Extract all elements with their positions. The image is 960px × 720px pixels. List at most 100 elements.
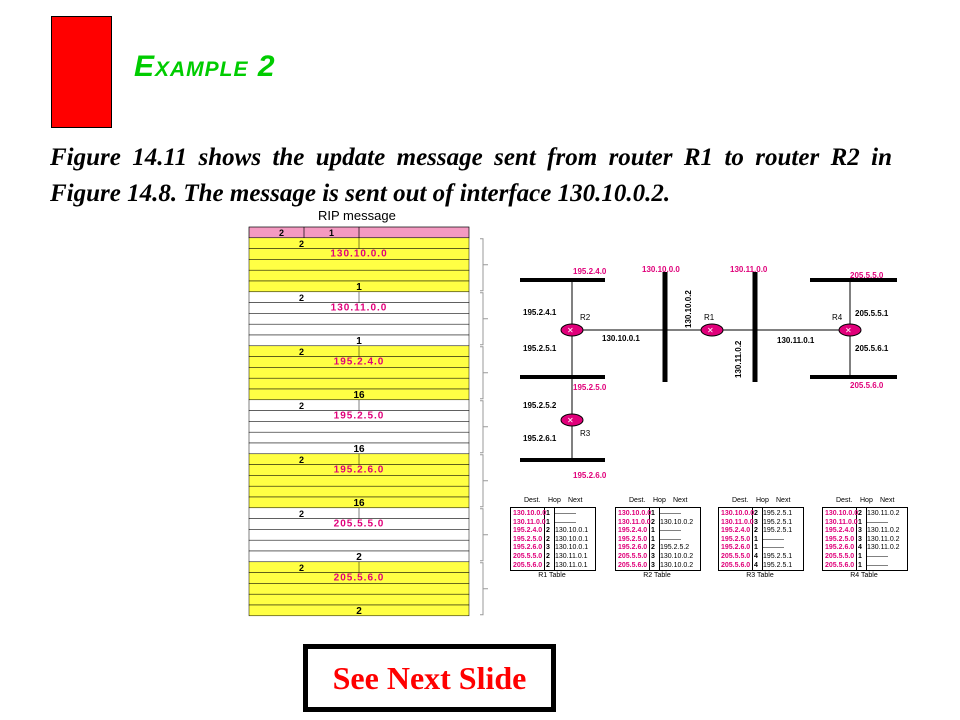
table-next-cell: 195.2.5.2 <box>660 544 690 552</box>
rip-metric: 1 <box>356 336 362 347</box>
table-header-hop: Hop <box>653 497 666 504</box>
table-header-next: Next <box>880 497 895 504</box>
table-hop-cell: 3 <box>754 518 758 526</box>
table-dest-cell: 195.2.4.0 <box>618 527 648 535</box>
table-next-cell: 130.11.0.1 <box>555 552 588 560</box>
rip-family: 2 <box>299 509 304 519</box>
table-next-cell: ——— <box>660 527 681 535</box>
svg-text:✕: ✕ <box>567 326 574 335</box>
table-hop-cell: 2 <box>754 527 758 535</box>
table-hop-cell: 2 <box>651 544 655 552</box>
rip-metric: 16 <box>353 390 365 401</box>
net-label: 205.5.5.0 <box>850 271 884 280</box>
interface-label: 195.2.4.1 <box>523 308 557 317</box>
table-dest-cell: 205.5.6.0 <box>721 561 751 569</box>
table-header-dest: Dest. <box>836 497 853 504</box>
table-caption: R2 Table <box>643 572 671 579</box>
table-dest-cell: 205.5.5.0 <box>618 552 648 560</box>
svg-text:✕: ✕ <box>707 326 714 335</box>
interface-label: 205.5.5.1 <box>855 309 889 318</box>
table-next-cell: 195.2.5.1 <box>763 518 793 526</box>
rip-entry-row <box>248 539 470 552</box>
table-dest-cell: 130.11.0.0 <box>825 518 858 526</box>
rip-entry-row <box>248 583 470 595</box>
rip-entry-row <box>248 421 470 433</box>
rip-entry-row <box>248 475 470 487</box>
table-hop-cell: 1 <box>651 527 655 535</box>
rip-entry-row <box>248 323 470 336</box>
table-dest-cell: 130.11.0.0 <box>513 518 546 526</box>
rip-address: 205.5.5.0 <box>334 519 385 530</box>
table-dest-cell: 205.5.6.0 <box>618 561 648 569</box>
red-accent-bar <box>51 16 112 128</box>
table-next-cell: 130.10.0.1 <box>555 527 589 535</box>
table-dest-cell: 195.2.5.0 <box>618 535 648 543</box>
table-next-cell: 195.2.5.1 <box>763 527 793 535</box>
table-dest-cell: 195.2.4.0 <box>825 527 855 535</box>
table-header-hop: Hop <box>548 497 561 504</box>
table-next-cell: 130.10.0.2 <box>660 561 694 569</box>
rip-family: 2 <box>299 239 304 249</box>
table-hop-cell: 3 <box>858 535 862 543</box>
table-next-cell: ——— <box>555 510 576 517</box>
rip-message-title: RIP message <box>318 208 396 223</box>
table-next-cell: 130.11.0.2 <box>867 544 900 552</box>
rip-entry-row <box>248 604 470 617</box>
table-hop-cell: 2 <box>546 535 550 543</box>
rip-metric: 2 <box>356 606 362 617</box>
rip-address: 195.2.4.0 <box>334 357 385 368</box>
interface-label: 130.10.0.1 <box>602 334 640 343</box>
table-next-cell: 130.11.0.1 <box>555 561 588 569</box>
table-next-cell: ——— <box>763 544 784 552</box>
slide-title: Example 2 <box>134 50 276 83</box>
table-header-dest: Dest. <box>732 497 749 504</box>
rip-metric: 16 <box>353 498 365 509</box>
table-dest-cell: 195.2.6.0 <box>825 544 855 552</box>
router-r3-icon: ✕ <box>560 413 584 427</box>
interface-label: 195.2.5.1 <box>523 344 557 353</box>
table-hop-cell: 3 <box>651 552 655 560</box>
table-hop-cell: 2 <box>858 510 862 517</box>
table-hop-cell: 1 <box>754 544 758 552</box>
table-hop-cell: 2 <box>754 510 758 517</box>
table-hop-cell: 1 <box>651 510 655 517</box>
router-name: R4 <box>832 313 843 322</box>
table-next-cell: 130.10.0.2 <box>660 552 694 560</box>
rip-metric: 1 <box>356 282 362 293</box>
rip-family: 2 <box>299 563 304 573</box>
table-hop-cell: 1 <box>651 535 655 543</box>
table-dest-cell: 130.10.0.0 <box>513 510 547 517</box>
rip-family: 2 <box>299 293 304 303</box>
table-hop-cell: 4 <box>754 552 758 560</box>
rip-address: 130.10.0.0 <box>330 249 387 260</box>
rip-address: 195.2.6.0 <box>334 465 385 476</box>
table-caption: R4 Table <box>850 572 878 579</box>
table-next-cell: ——— <box>867 561 888 569</box>
rip-entry-row <box>248 377 470 390</box>
table-dest-cell: 195.2.6.0 <box>721 544 751 552</box>
net-label: 195.2.4.0 <box>573 267 607 276</box>
table-hop-cell: 4 <box>754 561 758 569</box>
net-label: 195.2.5.0 <box>573 383 607 392</box>
table-next-cell: ——— <box>660 535 681 543</box>
rip-entry-row <box>248 593 470 606</box>
rip-metric: 2 <box>356 552 362 563</box>
net-label: 130.10.0.0 <box>642 265 680 274</box>
router-r2-icon: ✕ <box>560 323 584 337</box>
table-header-dest: Dest. <box>524 497 541 504</box>
table-dest-cell: 195.2.6.0 <box>513 544 543 552</box>
router-name: R2 <box>580 313 591 322</box>
interface-label: 195.2.5.2 <box>523 401 557 410</box>
see-next-slide-button[interactable]: See Next Slide <box>303 644 556 712</box>
table-hop-cell: 1 <box>858 518 862 526</box>
table-hop-cell: 3 <box>858 527 862 535</box>
table-hop-cell: 4 <box>858 544 862 552</box>
table-hop-cell: 2 <box>651 518 655 526</box>
table-hop-cell: 2 <box>546 552 550 560</box>
router-r4-icon: ✕ <box>838 323 862 337</box>
table-dest-cell: 195.2.5.0 <box>825 535 855 543</box>
table-dest-cell: 195.2.5.0 <box>721 535 751 543</box>
